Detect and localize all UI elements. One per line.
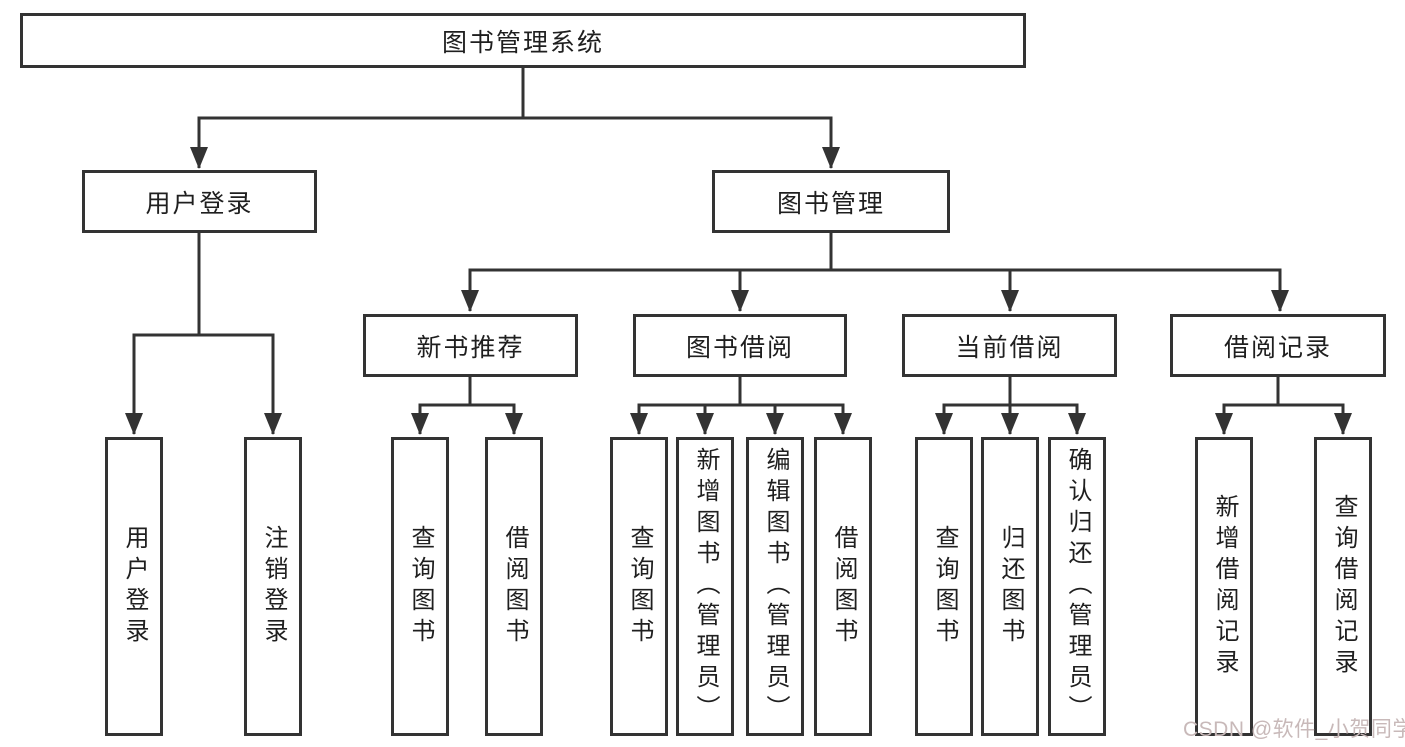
leaf-borrow-query: 查询图书: [610, 437, 668, 736]
leaf-current-query: 查询图书: [915, 437, 973, 736]
leaf-records-add-label: 新增借阅记录: [1211, 493, 1238, 680]
leaf-records-query-label: 查询借阅记录: [1330, 493, 1357, 680]
node-book-mgmt: 图书管理: [712, 170, 950, 233]
node-user-login: 用户登录: [82, 170, 317, 233]
leaf-current-confirm-admin: 确认归还（管理员）: [1048, 437, 1106, 736]
leaf-current-return-label: 归还图书: [997, 524, 1024, 649]
leaf-records-add: 新增借阅记录: [1195, 437, 1253, 736]
node-new-book-recommend-label: 新书推荐: [416, 333, 525, 362]
leaf-logout-label: 注销登录: [260, 524, 287, 649]
node-borrow-records: 借阅记录: [1170, 314, 1386, 377]
node-book-borrow: 图书借阅: [633, 314, 847, 377]
leaf-current-query-label: 查询图书: [931, 524, 958, 649]
node-user-login-label: 用户登录: [145, 189, 254, 218]
leaf-borrow-book-label: 借阅图书: [830, 524, 857, 649]
node-current-borrow-label: 当前借阅: [955, 333, 1064, 362]
leaf-records-query: 查询借阅记录: [1314, 437, 1372, 736]
csdn-watermark: CSDN @软件_小贺同学: [1183, 718, 1405, 741]
leaf-current-return: 归还图书: [981, 437, 1039, 736]
leaf-borrow-book: 借阅图书: [814, 437, 872, 736]
node-borrow-records-label: 借阅记录: [1223, 333, 1332, 362]
leaf-borrow-add-admin: 新增图书（管理员）: [676, 437, 734, 736]
leaf-newbook-borrow-label: 借阅图书: [501, 524, 528, 649]
node-new-book-recommend: 新书推荐: [363, 314, 578, 377]
leaf-current-confirm-admin-label: 确认归还（管理员）: [1064, 447, 1091, 726]
leaf-user-login-label: 用户登录: [121, 524, 148, 649]
node-root: 图书管理系统: [20, 13, 1026, 68]
leaf-borrow-add-admin-label: 新增图书（管理员）: [692, 447, 719, 726]
leaf-borrow-edit-admin-label: 编辑图书（管理员）: [762, 447, 789, 726]
node-root-label: 图书管理系统: [441, 28, 604, 57]
leaf-borrow-query-label: 查询图书: [626, 524, 653, 649]
node-book-mgmt-label: 图书管理: [776, 189, 885, 218]
leaf-borrow-edit-admin: 编辑图书（管理员）: [746, 437, 804, 736]
node-current-borrow: 当前借阅: [902, 314, 1117, 377]
leaf-newbook-query: 查询图书: [391, 437, 449, 736]
leaf-newbook-borrow: 借阅图书: [485, 437, 543, 736]
leaf-newbook-query-label: 查询图书: [407, 524, 434, 649]
node-book-borrow-label: 图书借阅: [685, 333, 794, 362]
leaf-user-login: 用户登录: [105, 437, 163, 736]
leaf-logout: 注销登录: [244, 437, 302, 736]
